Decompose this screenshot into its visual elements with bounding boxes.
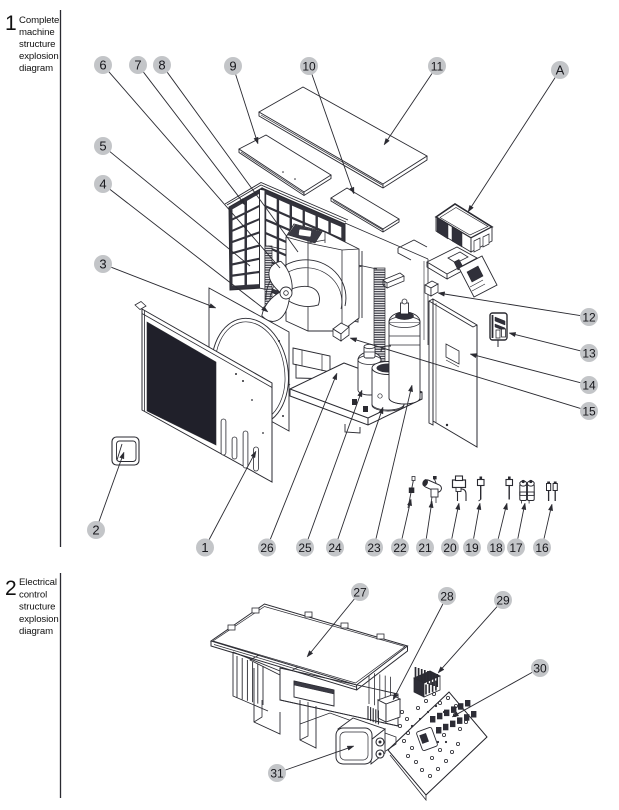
- svg-text:31: 31: [270, 767, 284, 781]
- svg-text:7: 7: [134, 58, 141, 73]
- svg-text:6: 6: [99, 58, 106, 73]
- svg-text:Complete: Complete: [19, 15, 59, 26]
- svg-text:structure: structure: [19, 602, 55, 613]
- svg-text:3: 3: [99, 257, 106, 272]
- svg-text:13: 13: [582, 347, 596, 361]
- svg-text:15: 15: [582, 405, 596, 419]
- svg-text:17: 17: [509, 541, 523, 555]
- svg-text:20: 20: [443, 541, 457, 555]
- svg-text:1: 1: [5, 12, 17, 35]
- svg-text:1: 1: [201, 540, 208, 555]
- svg-text:18: 18: [489, 541, 503, 555]
- svg-text:A: A: [556, 63, 565, 78]
- svg-text:5: 5: [99, 139, 106, 154]
- svg-text:8: 8: [158, 58, 165, 73]
- svg-text:24: 24: [328, 541, 342, 555]
- svg-text:explosion: explosion: [19, 51, 59, 62]
- svg-text:diagram: diagram: [19, 626, 53, 637]
- svg-text:26: 26: [260, 541, 274, 555]
- svg-text:machine: machine: [19, 27, 55, 38]
- svg-text:14: 14: [582, 379, 596, 393]
- svg-text:diagram: diagram: [19, 63, 53, 74]
- svg-text:12: 12: [582, 311, 596, 325]
- svg-text:22: 22: [393, 541, 407, 555]
- svg-text:25: 25: [298, 541, 312, 555]
- svg-text:27: 27: [353, 586, 367, 600]
- svg-text:4: 4: [99, 177, 106, 192]
- svg-text:Electrical: Electrical: [19, 577, 57, 588]
- svg-text:19: 19: [465, 541, 479, 555]
- svg-text:2: 2: [5, 577, 17, 600]
- svg-text:21: 21: [418, 541, 432, 555]
- svg-text:9: 9: [229, 59, 236, 74]
- svg-text:structure: structure: [19, 39, 55, 50]
- svg-text:2: 2: [92, 523, 99, 538]
- svg-text:28: 28: [440, 590, 454, 604]
- svg-text:16: 16: [535, 541, 549, 555]
- svg-text:explosion: explosion: [19, 614, 59, 625]
- svg-text:30: 30: [533, 662, 547, 676]
- svg-text:23: 23: [367, 541, 381, 555]
- svg-text:control: control: [19, 589, 47, 600]
- svg-text:29: 29: [496, 594, 510, 608]
- svg-text:10: 10: [302, 60, 316, 74]
- svg-text:11: 11: [431, 60, 444, 74]
